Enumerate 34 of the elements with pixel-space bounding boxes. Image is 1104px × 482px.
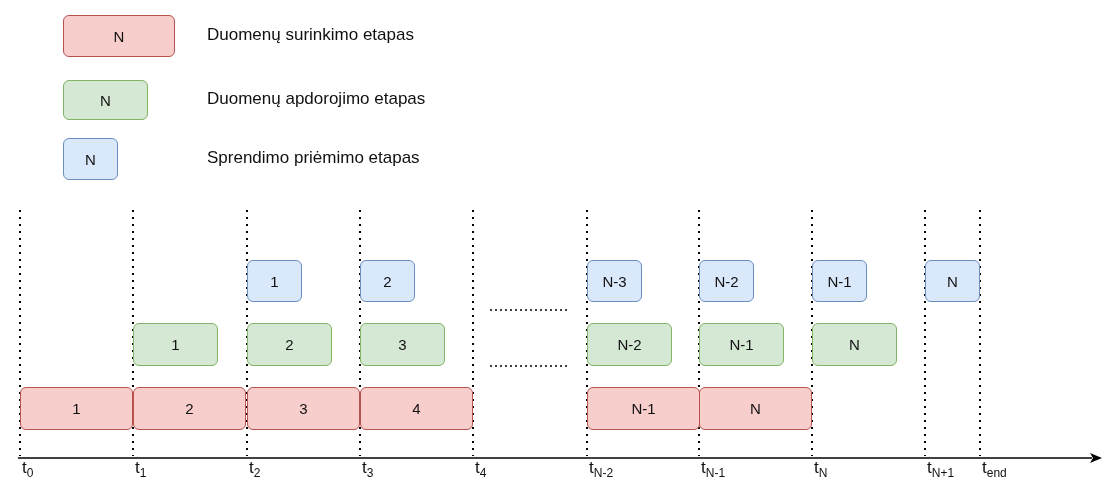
time-label: t$_{N-1}$ <box>701 458 726 481</box>
stage-box: N <box>925 260 980 302</box>
time-label: t$_{0}$ <box>22 458 34 481</box>
time-label: t$_{N+1}$ <box>927 458 955 481</box>
legend-swatch: N <box>63 15 175 57</box>
stage-box: 1 <box>133 323 218 366</box>
stage-box: N-1 <box>587 387 700 430</box>
legend-text: Duomenų apdorojimo etapas <box>207 89 426 109</box>
stage-box: N-3 <box>587 260 642 302</box>
legend-text: Duomenų surinkimo etapas <box>207 25 414 45</box>
stage-box: N <box>699 387 812 430</box>
stage-box: N <box>812 323 897 366</box>
legend-text: Sprendimo priėmimo etapas <box>207 148 420 168</box>
time-label: t$_{2}$ <box>249 458 261 481</box>
legend-swatch: N <box>63 80 148 120</box>
stage-box: 1 <box>247 260 302 302</box>
stage-box: N-2 <box>699 260 754 302</box>
time-label: t$_{4}$ <box>475 458 487 481</box>
time-label: t$_{3}$ <box>362 458 374 481</box>
time-label: t$_{N-2}$ <box>589 458 614 481</box>
legend-swatch: N <box>63 138 118 180</box>
stage-box: 4 <box>360 387 473 430</box>
stage-box: 2 <box>247 323 332 366</box>
time-label: t$_{N}$ <box>814 458 828 481</box>
stage-box: N-1 <box>699 323 784 366</box>
stage-box: 2 <box>133 387 246 430</box>
stage-box: 1 <box>20 387 133 430</box>
stage-box: N-1 <box>812 260 867 302</box>
time-label: t$_{end}$ <box>982 458 1007 481</box>
stage-box: 3 <box>247 387 360 430</box>
time-label: t$_{1}$ <box>135 458 147 481</box>
stage-box: N-2 <box>587 323 672 366</box>
stage-box: 2 <box>360 260 415 302</box>
stage-box: 3 <box>360 323 445 366</box>
